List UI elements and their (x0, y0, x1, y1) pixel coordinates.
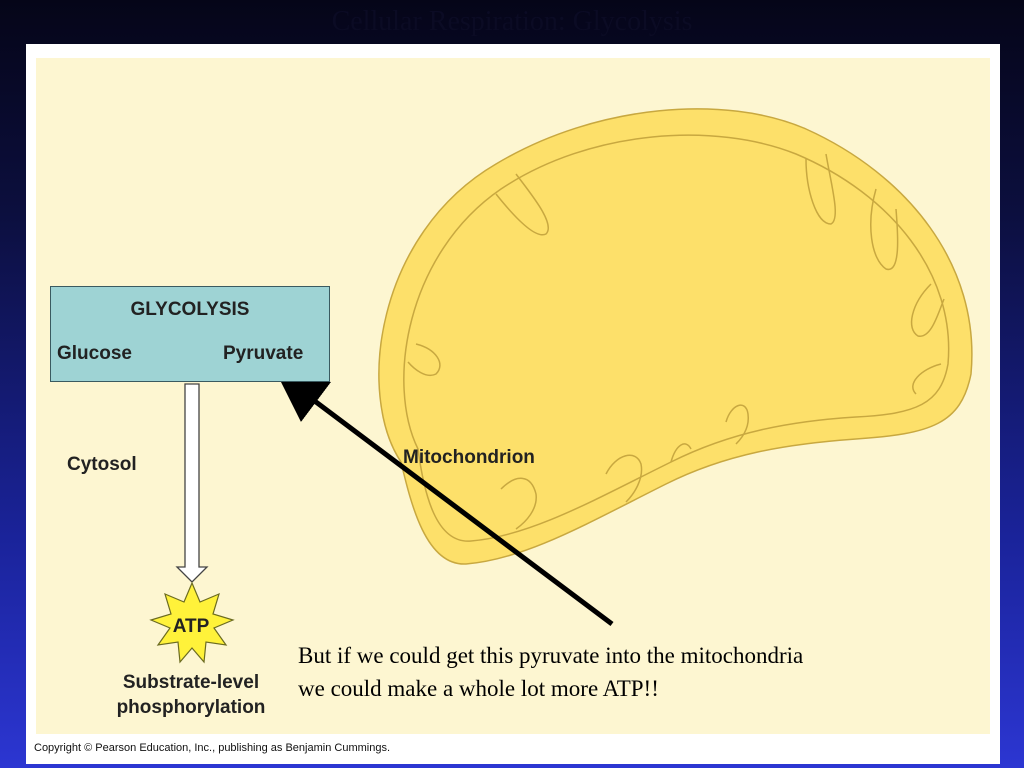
mitochondrion-outer-membrane (378, 108, 973, 565)
atp-label: ATP (172, 616, 210, 637)
annotation-line2: we could make a whole lot more ATP!! (298, 676, 659, 701)
annotation-arrow (276, 372, 614, 626)
cytosol-label: Cytosol (67, 454, 137, 475)
copyright-notice: Copyright © Pearson Education, Inc., pub… (34, 742, 391, 754)
down-arrow-to-atp (175, 383, 209, 583)
substrate-level-phosphorylation-label: Substrate-level phosphorylation (90, 670, 292, 720)
glucose-label: Glucose (57, 343, 132, 364)
substrate-level-line2: phosphorylation (116, 697, 266, 718)
figure-panel: GLYCOLYSIS Glucose Pyruvate Cytosol Mito… (26, 44, 1000, 764)
slide-title: Cellular Respiration: Glycolysis (331, 6, 693, 37)
mitochondrion-inner-membrane (403, 134, 950, 542)
mitochondrion-label: Mitochondrion (403, 447, 535, 468)
substrate-level-line1: Substrate-level (122, 672, 260, 693)
pyruvate-label: Pyruvate (223, 343, 304, 364)
annotation-line1: But if we could get this pyruvate into t… (298, 643, 804, 668)
mitochondrion-cristae (407, 153, 945, 530)
glycolysis-box: GLYCOLYSIS Glucose Pyruvate (50, 286, 330, 382)
glycolysis-title: GLYCOLYSIS (130, 299, 250, 320)
annotation-text: But if we could get this pyruvate into t… (298, 639, 803, 705)
atp-burst (149, 581, 235, 664)
